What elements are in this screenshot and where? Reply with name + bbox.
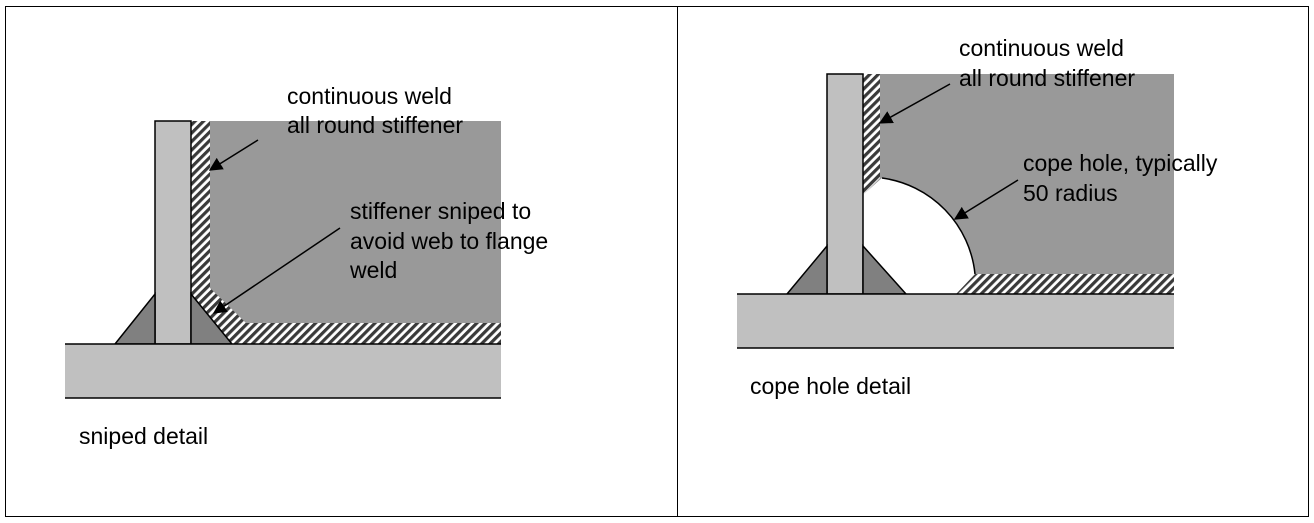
stiffener — [826, 73, 864, 295]
flange — [65, 344, 501, 398]
cope-hole — [863, 178, 975, 294]
fillet-weld-left — [785, 243, 828, 295]
snipe-leader-arrow — [212, 227, 341, 314]
snipe-label-line: stiffener sniped to — [350, 198, 531, 224]
cope-label: cope hole, typically 50 radius — [1023, 150, 1224, 206]
cope-label-line: 50 radius — [1023, 180, 1118, 206]
cope-label-line: cope hole, typically — [1023, 150, 1218, 176]
panel-caption: sniped detail — [79, 423, 208, 449]
weld-label-line: continuous weld — [287, 83, 452, 109]
fillet-weld-left — [113, 291, 156, 345]
cope-hole-detail-panel: continuous weld all round stiffener cope… — [737, 35, 1224, 399]
sniped-detail-panel: continuous weld all round stiffener stif… — [65, 83, 555, 449]
stiffener — [154, 120, 192, 345]
panel-caption: cope hole detail — [750, 373, 911, 399]
snipe-label: stiffener sniped to avoid web to flange … — [349, 198, 555, 283]
weld-leader-arrow — [878, 83, 951, 124]
continuous-weld-hatch — [191, 121, 501, 344]
continuous-weld-hatch — [863, 74, 880, 195]
panel-frame-right — [677, 6, 1309, 517]
snipe-label-line: avoid web to flange — [350, 228, 548, 254]
weld-label: continuous weld all round stiffener — [287, 83, 463, 138]
web-plate — [191, 121, 501, 344]
flange — [737, 294, 1174, 348]
snipe-label-line: weld — [349, 257, 397, 283]
weld-label-line: all round stiffener — [287, 112, 463, 138]
cope-leader-arrow — [953, 179, 1019, 220]
weld-label-line: all round stiffener — [959, 65, 1135, 91]
weld-label: continuous weld all round stiffener — [959, 35, 1135, 91]
weld-leader-arrow — [208, 139, 259, 171]
web-plate — [863, 74, 1174, 294]
flange-weld-hatch — [956, 274, 1174, 294]
weld-label-line: continuous weld — [959, 35, 1124, 61]
